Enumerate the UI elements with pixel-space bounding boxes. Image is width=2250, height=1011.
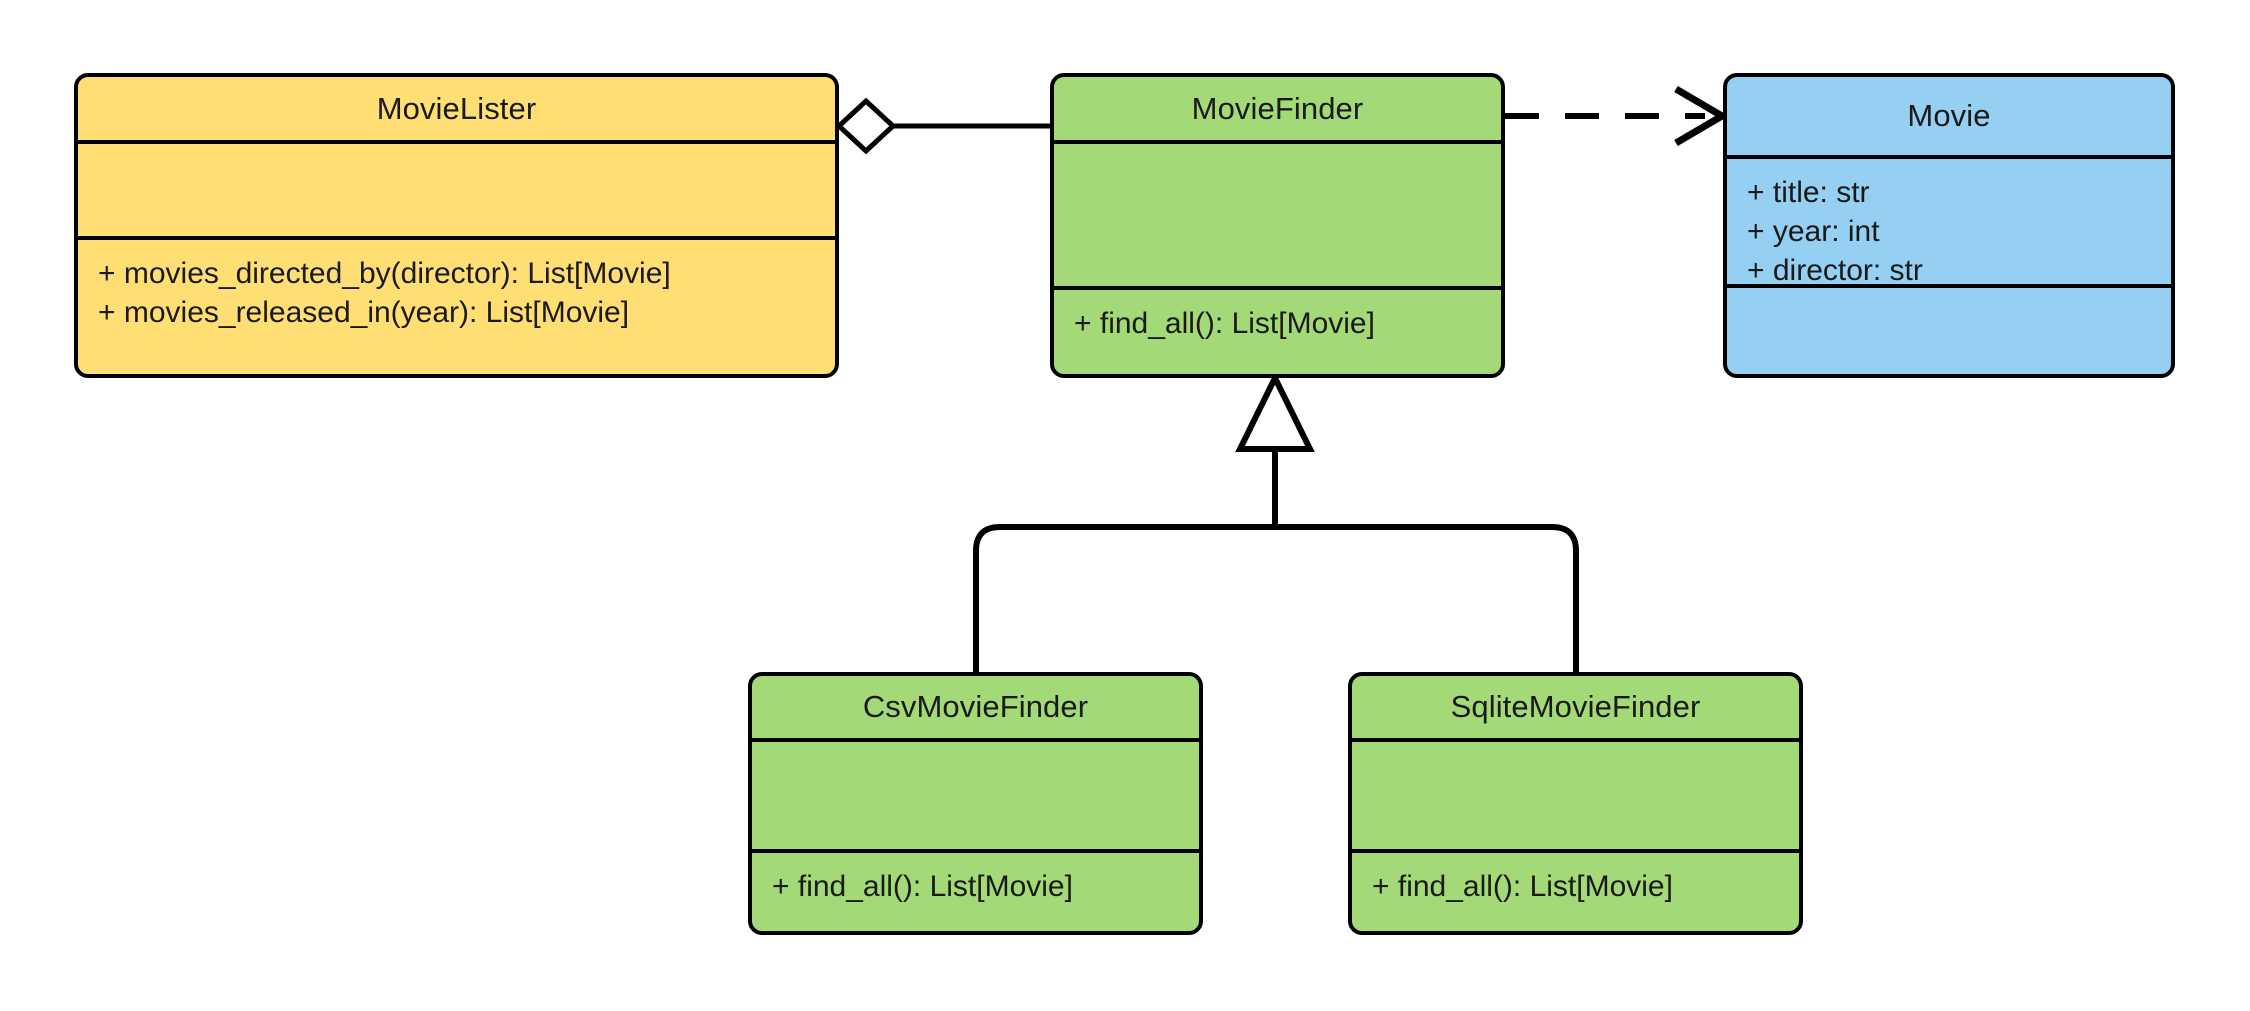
class-member: + find_all(): List[Movie]	[772, 870, 1073, 903]
class-attributes-movie: + title: str + year: int + director: str	[1727, 155, 2171, 287]
class-methods-moviefinder: + find_all(): List[Movie]	[1054, 286, 1501, 374]
generalization-branch-csvmoviefinder[interactable]	[973, 524, 1275, 672]
class-attributes-moviefinder	[1054, 140, 1501, 286]
generalization-branch-sqlitemoviefinder[interactable]	[1275, 524, 1579, 672]
class-member: + movies_released_in(year): List[Movie]	[98, 296, 630, 329]
aggregation-movielister-moviefinder[interactable]	[835, 97, 1050, 155]
generalization-tree	[973, 371, 1579, 672]
class-name-movie: Movie	[1907, 98, 1991, 133]
class-box-sqlitemoviefinder[interactable]: SqliteMovieFinder + find_all(): List[Mov…	[1348, 672, 1803, 935]
dependency-moviefinder-movie[interactable]	[1505, 85, 1729, 147]
class-member: + find_all(): List[Movie]	[1372, 870, 1673, 903]
class-attributes-csvmoviefinder	[752, 738, 1199, 849]
class-box-csvmoviefinder[interactable]: CsvMovieFinder + find_all(): List[Movie]	[748, 672, 1203, 935]
hollow-diamond-icon	[835, 97, 897, 155]
class-member: + movies_directed_by(director): List[Mov…	[98, 257, 671, 290]
class-name-sqlitemoviefinder: SqliteMovieFinder	[1450, 689, 1701, 724]
class-member: + title: str	[1747, 176, 1870, 209]
class-methods-movie	[1727, 284, 2171, 374]
class-name-csvmoviefinder: CsvMovieFinder	[862, 689, 1089, 724]
class-attributes-sqlitemoviefinder	[1352, 738, 1799, 849]
class-methods-sqlitemoviefinder: + find_all(): List[Movie]	[1352, 849, 1799, 931]
class-member: + find_all(): List[Movie]	[1074, 307, 1375, 340]
class-member: + director: str	[1747, 254, 1923, 287]
class-box-movie[interactable]: Movie + title: str + year: int + directo…	[1723, 73, 2175, 378]
class-box-moviefinder[interactable]: MovieFinder + find_all(): List[Movie]	[1050, 73, 1505, 378]
class-name-moviefinder: MovieFinder	[1191, 90, 1364, 126]
class-box-movielister[interactable]: MovieLister + movies_directed_by(directo…	[74, 73, 839, 378]
open-arrowhead-icon	[1674, 85, 1729, 147]
class-methods-movielister: + movies_directed_by(director): List[Mov…	[78, 236, 835, 374]
hollow-triangle-icon	[1235, 371, 1315, 452]
class-methods-csvmoviefinder: + find_all(): List[Movie]	[752, 849, 1199, 931]
class-member: + year: int	[1747, 215, 1880, 248]
class-attributes-movielister	[78, 140, 835, 236]
class-name-movielister: MovieLister	[376, 90, 537, 126]
